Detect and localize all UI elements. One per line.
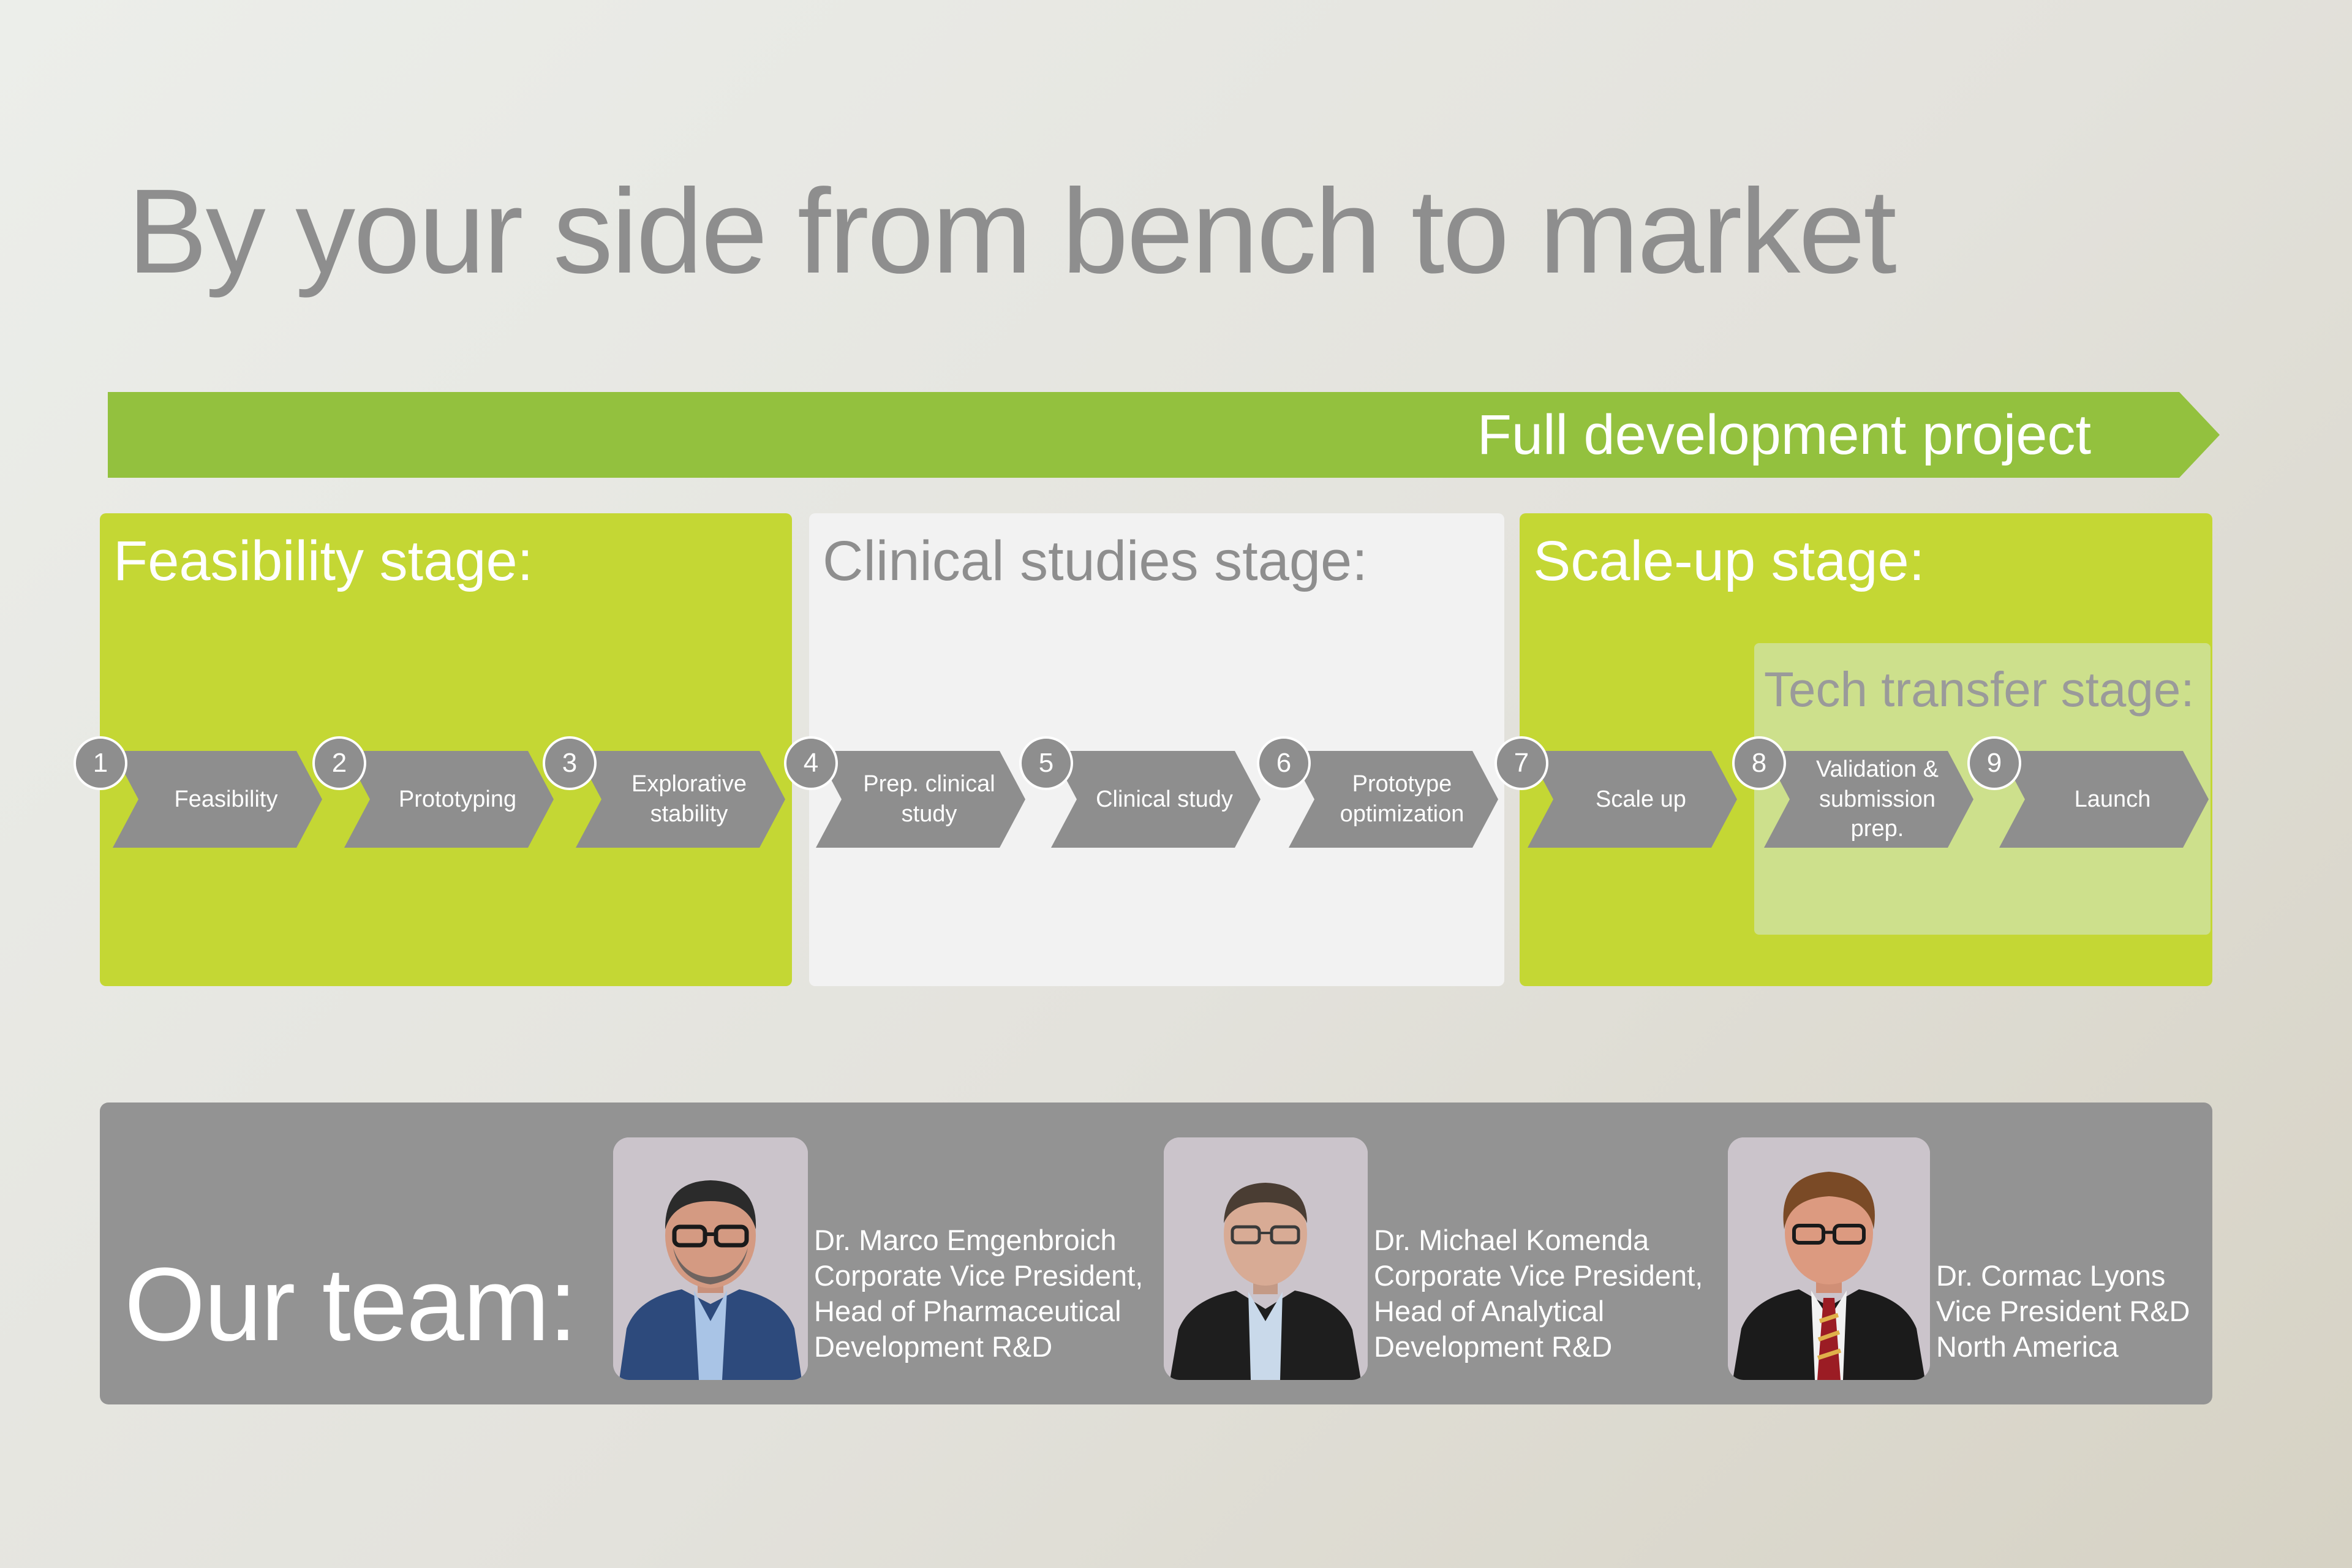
member-role-line: Development R&D xyxy=(814,1330,1053,1363)
step-label: Feasibility xyxy=(174,786,278,812)
avatar xyxy=(613,1137,808,1380)
scale-up-stage-title: Scale-up stage: xyxy=(1533,530,1925,592)
step-9-chevron: Launch xyxy=(1999,751,2209,848)
member-name: Dr. Michael Komenda xyxy=(1374,1224,1649,1256)
member-role-line: Development R&D xyxy=(1374,1330,1613,1363)
step-1-chevron: Feasibility xyxy=(113,751,322,848)
page-title: By your side from bench to market xyxy=(127,164,1897,298)
avatar xyxy=(1164,1137,1368,1380)
step-6-number: 6 xyxy=(1257,736,1311,790)
member-role-line: Corporate Vice President, xyxy=(814,1259,1144,1292)
clinical-studies-stage: Clinical studies stage: xyxy=(809,513,1504,986)
step-5-chevron: Clinical study xyxy=(1051,751,1261,848)
member-3-info: Dr. Cormac Lyons Vice President R&D Nort… xyxy=(1936,1258,2190,1365)
avatar xyxy=(1728,1137,1930,1380)
member-name: Dr. Cormac Lyons xyxy=(1936,1259,2166,1292)
member-role-line: Head of Pharmaceutical xyxy=(814,1295,1121,1327)
step-label: Launch xyxy=(2074,786,2151,812)
member-role-line: North America xyxy=(1936,1330,2119,1363)
step-7-number: 7 xyxy=(1494,736,1548,790)
clinical-stage-title: Clinical studies stage: xyxy=(823,530,1368,592)
team-section: Our team: Dr. Marco Emgenbroich Corporat… xyxy=(100,1102,2212,1404)
feasibility-stage: Feasibility stage: xyxy=(100,513,792,986)
step-5-number: 5 xyxy=(1019,736,1073,790)
step-label: Prototyping xyxy=(398,786,517,812)
step-9-number: 9 xyxy=(1967,736,2021,790)
member-1-info: Dr. Marco Emgenbroich Corporate Vice Pre… xyxy=(814,1223,1143,1365)
team-label: Our team: xyxy=(124,1246,578,1363)
step-4-number: 4 xyxy=(784,736,838,790)
step-7-chevron: Scale up xyxy=(1528,751,1737,848)
person-photo-icon xyxy=(1164,1137,1368,1380)
member-role-line: Vice President R&D xyxy=(1936,1295,2190,1327)
tech-transfer-stage-title: Tech transfer stage: xyxy=(1764,662,2195,717)
member-name: Dr. Marco Emgenbroich xyxy=(814,1224,1117,1256)
step-label: Clinical study xyxy=(1096,786,1233,812)
banner-label: Full development project xyxy=(1477,404,2091,466)
member-role-line: Corporate Vice President, xyxy=(1374,1259,1703,1292)
step-8-number: 8 xyxy=(1732,736,1786,790)
step-2-chevron: Prototyping xyxy=(344,751,554,848)
full-development-banner: Full development project xyxy=(108,392,2220,478)
person-photo-icon xyxy=(613,1137,808,1380)
member-role-line: Head of Analytical xyxy=(1374,1295,1605,1327)
step-3-number: 3 xyxy=(543,736,597,790)
member-2-info: Dr. Michael Komenda Corporate Vice Presi… xyxy=(1374,1223,1703,1365)
person-photo-icon xyxy=(1728,1137,1930,1380)
step-2-number: 2 xyxy=(312,736,366,790)
feasibility-stage-title: Feasibility stage: xyxy=(113,530,533,592)
step-1-number: 1 xyxy=(74,736,127,790)
step-label: Scale up xyxy=(1596,786,1686,812)
